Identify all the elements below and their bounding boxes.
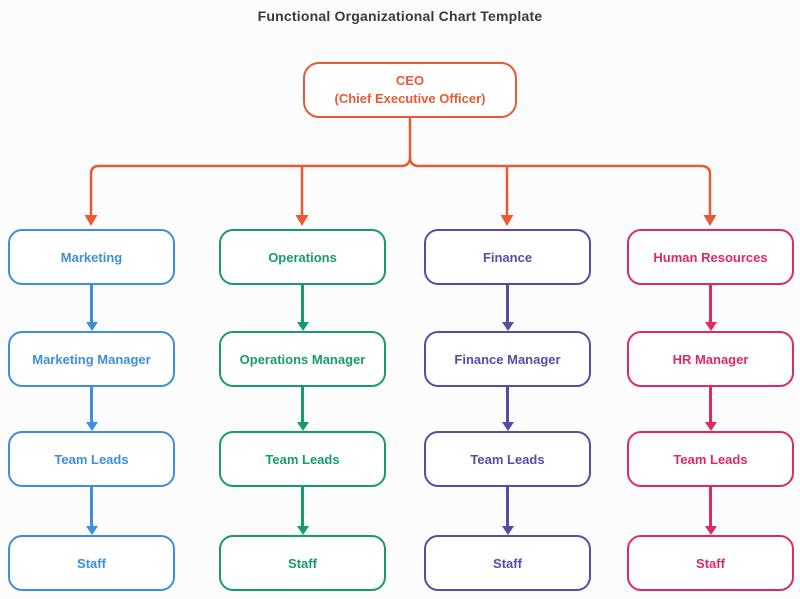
down-arrow-icon [501, 387, 514, 431]
node-label: Staff [77, 555, 106, 571]
node-label: Team Leads [54, 451, 129, 467]
down-arrow-icon [704, 285, 717, 331]
node-finance-team-leads: Team Leads [424, 431, 591, 487]
node-marketing-team-leads: Team Leads [8, 431, 175, 487]
chart-title: Functional Organizational Chart Template [257, 8, 543, 24]
down-arrow-icon [704, 487, 717, 535]
node-label: HR Manager [672, 351, 749, 367]
node-label: Operations Manager [239, 351, 366, 367]
arrowhead-icon [703, 215, 717, 226]
node-marketing-manager: Marketing Manager [8, 331, 175, 387]
arrowhead-icon [500, 215, 514, 226]
node-label: Marketing [60, 249, 123, 265]
connector-line-right [408, 156, 712, 215]
node-label: Team Leads [265, 451, 340, 467]
node-label: Team Leads [673, 451, 748, 467]
node-finance: Finance [424, 229, 591, 285]
connector-line-left [89, 118, 412, 215]
down-arrow-icon [704, 387, 717, 431]
arrowhead-icon [295, 215, 309, 226]
down-arrow-icon [85, 387, 98, 431]
down-arrow-icon [501, 285, 514, 331]
down-arrow-icon [85, 487, 98, 535]
column-operations: Operations Operations Manager Team Leads… [219, 229, 386, 592]
node-label: Finance [482, 249, 533, 265]
node-label: Human Resources [653, 249, 768, 265]
node-hr-team-leads: Team Leads [627, 431, 794, 487]
node-operations-staff: Staff [219, 535, 386, 591]
column-marketing: Marketing Marketing Manager Team Leads S… [8, 229, 175, 592]
node-operations-manager: Operations Manager [219, 331, 386, 387]
column-human-resources: Human Resources HR Manager Team Leads St… [627, 229, 794, 592]
node-label: Staff [288, 555, 317, 571]
down-arrow-icon [296, 487, 309, 535]
node-label: Operations [268, 249, 337, 265]
node-label: Staff [493, 555, 522, 571]
arrowhead-icon [84, 215, 98, 226]
ceo-label: CEO [395, 73, 425, 88]
node-label: Team Leads [470, 451, 545, 467]
node-human-resources: Human Resources [627, 229, 794, 285]
down-arrow-icon [85, 285, 98, 331]
down-arrow-icon [296, 285, 309, 331]
node-operations-team-leads: Team Leads [219, 431, 386, 487]
ceo-box: CEO (Chief Executive Officer) [303, 62, 517, 118]
node-label: Marketing Manager [32, 351, 151, 367]
down-arrow-icon [296, 387, 309, 431]
column-finance: Finance Finance Manager Team Leads Staff [424, 229, 591, 592]
node-marketing-staff: Staff [8, 535, 175, 591]
node-hr-staff: Staff [627, 535, 794, 591]
node-operations: Operations [219, 229, 386, 285]
node-finance-manager: Finance Manager [424, 331, 591, 387]
node-marketing: Marketing [8, 229, 175, 285]
node-label: Staff [696, 555, 725, 571]
node-label: Finance Manager [454, 351, 561, 367]
down-arrow-icon [501, 487, 514, 535]
node-finance-staff: Staff [424, 535, 591, 591]
ceo-sublabel: (Chief Executive Officer) [334, 91, 486, 106]
node-hr-manager: HR Manager [627, 331, 794, 387]
